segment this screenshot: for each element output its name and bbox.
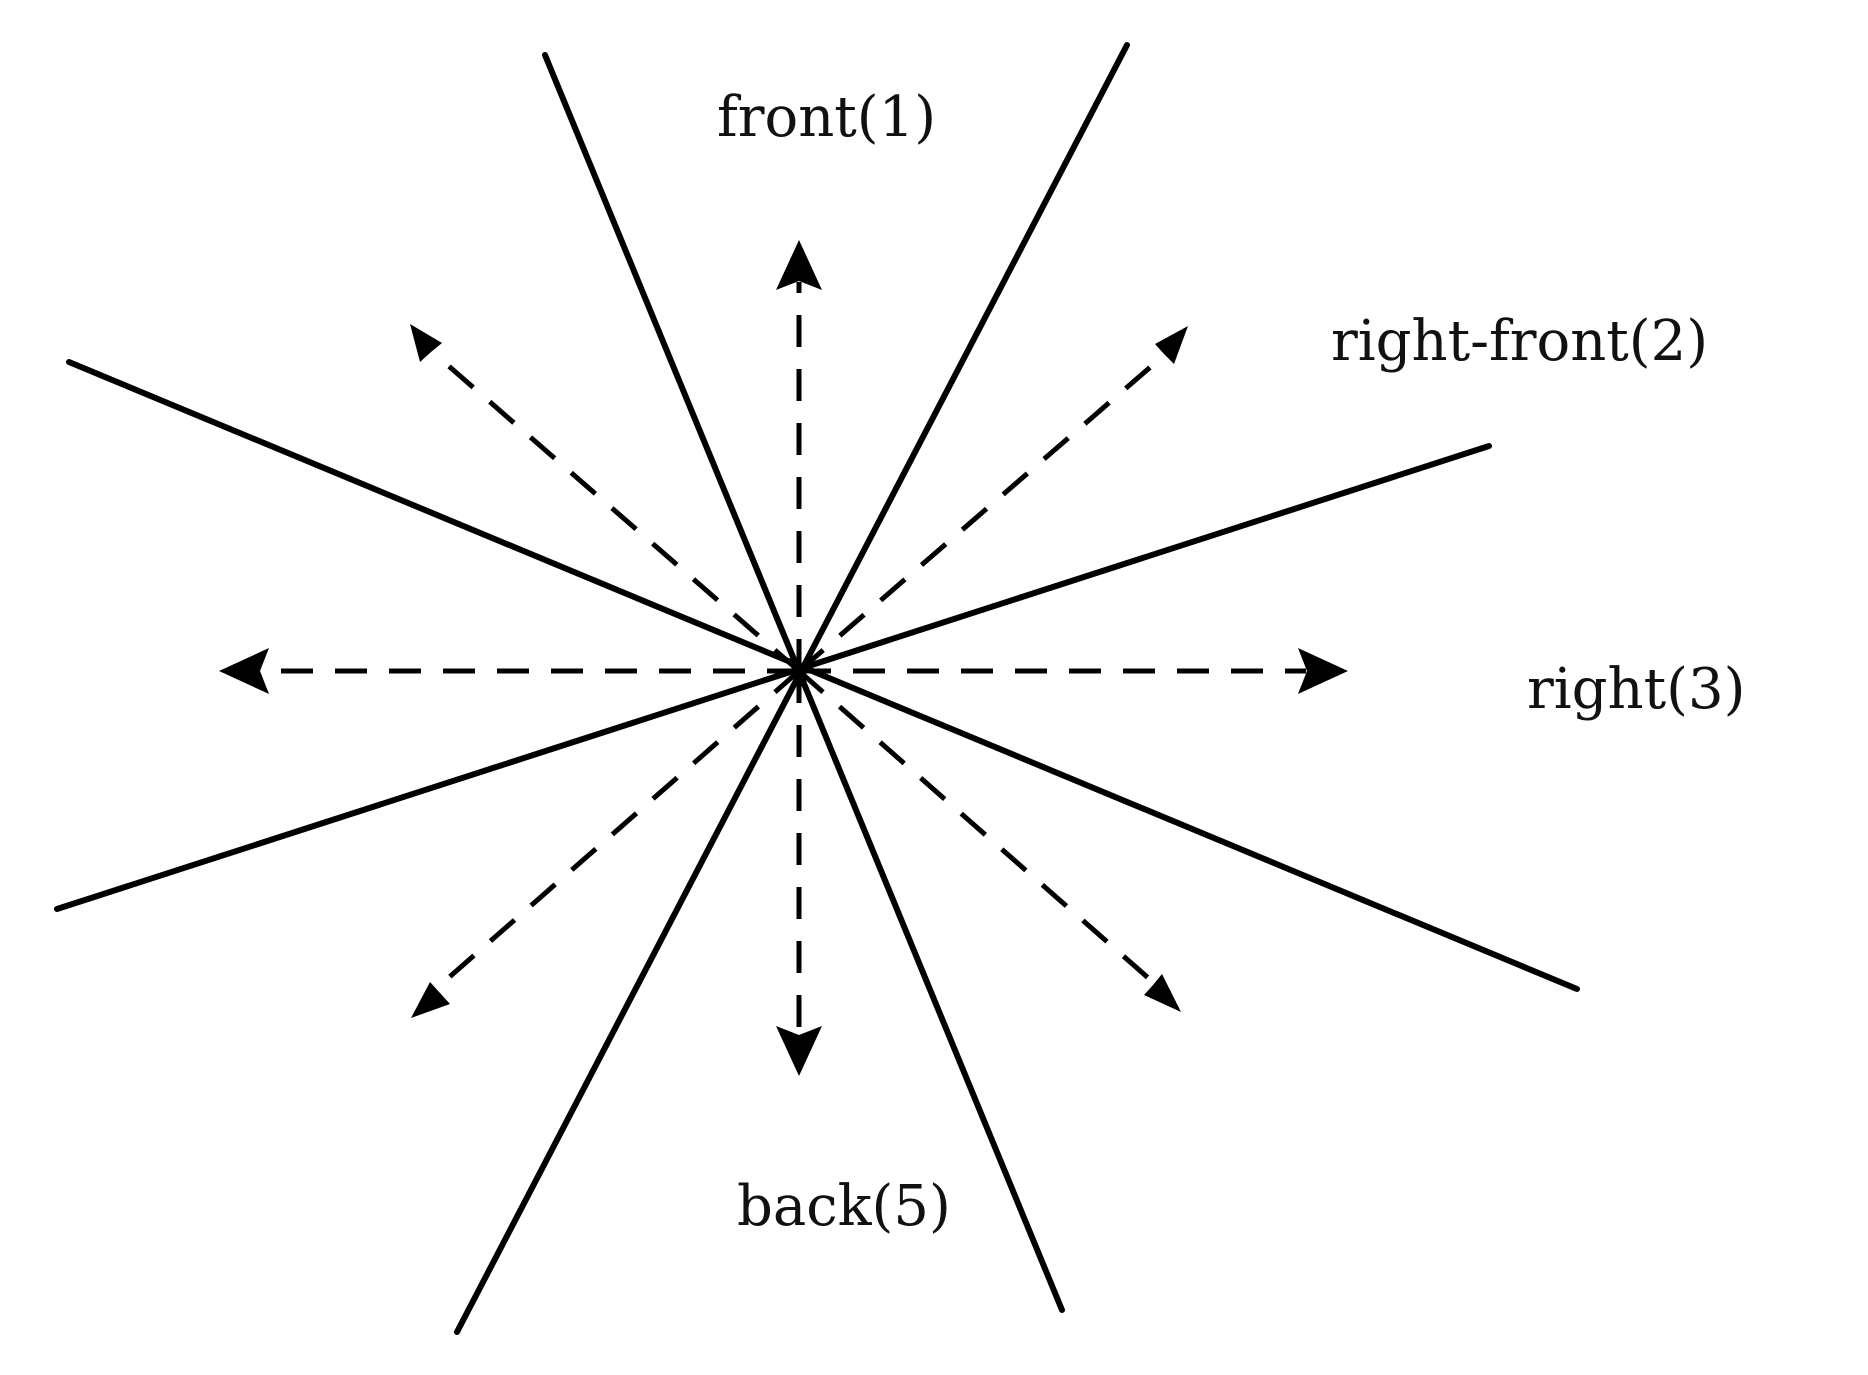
arrow-left-front	[410, 324, 801, 673]
arrow-right-front	[797, 326, 1188, 673]
arrow-right-back	[797, 669, 1181, 1012]
arrow-right	[799, 648, 1348, 694]
sector-boundary-lines	[54, 42, 1580, 1335]
boundary-line-steep-right	[454, 42, 1130, 1335]
label-front: front(1)	[717, 85, 936, 150]
boundary-line-steep-left	[542, 52, 1065, 1313]
boundary-line-shallow-left	[66, 359, 1580, 992]
direction-arrows	[219, 240, 1348, 1076]
label-back: back(5)	[737, 1174, 951, 1239]
arrow-left	[219, 648, 799, 694]
label-right-front: right-front(2)	[1331, 309, 1708, 374]
direction-labels: front(1) right-front(2) right(3) back(5)	[717, 85, 1745, 1239]
label-right: right(3)	[1527, 657, 1745, 722]
boundary-line-shallow-right	[54, 443, 1492, 912]
arrow-back	[776, 671, 822, 1076]
arrow-left-back	[411, 669, 801, 1018]
arrow-front	[776, 240, 822, 671]
